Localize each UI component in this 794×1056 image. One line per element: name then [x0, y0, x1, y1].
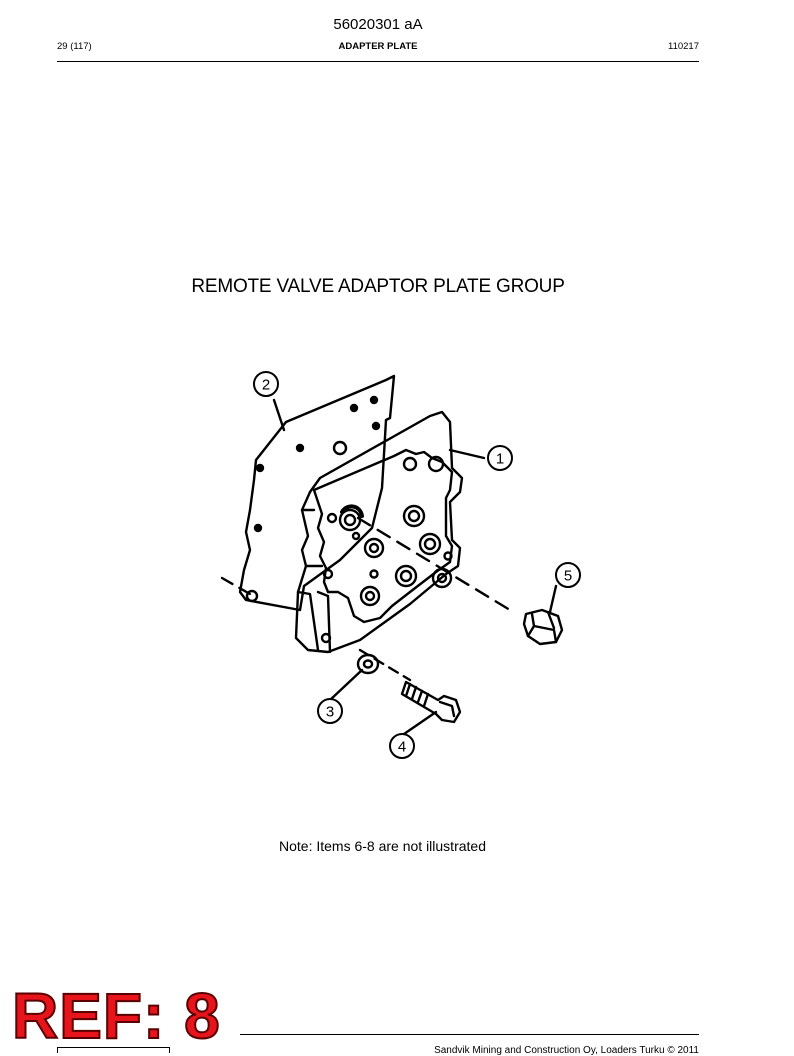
figure-note: Note: Items 6-8 are not illustrated — [279, 838, 486, 854]
section-title: ADAPTER PLATE — [338, 41, 418, 52]
header-divider — [57, 61, 699, 62]
callout-item-1: 1 — [496, 451, 504, 468]
manufacturer-logo — [57, 1047, 170, 1053]
callout-item-4: 4 — [398, 739, 406, 756]
adapter-plate-item-1 — [294, 410, 464, 654]
document-number: 56020301 aA — [333, 16, 423, 33]
callout-item-2: 2 — [262, 377, 270, 394]
callout-item-3: 3 — [326, 704, 334, 721]
page-number: 29 (117) — [57, 41, 92, 52]
bolt-item-4 — [400, 680, 462, 724]
gasket-plate-item-2 — [238, 374, 396, 612]
washer-item-3 — [356, 653, 380, 675]
document-code: 110217 — [668, 41, 699, 52]
callout-item-5: 5 — [564, 568, 572, 585]
figure-title: REMOTE VALVE ADAPTOR PLATE GROUP — [191, 276, 565, 297]
footer-copyright: Sandvik Mining and Construction Oy, Load… — [434, 1045, 699, 1056]
reference-stamp: REF: 8 — [11, 980, 221, 1052]
exploded-parts-drawing: 1 2 3 4 5 — [220, 371, 581, 759]
footer-divider — [240, 1034, 699, 1035]
